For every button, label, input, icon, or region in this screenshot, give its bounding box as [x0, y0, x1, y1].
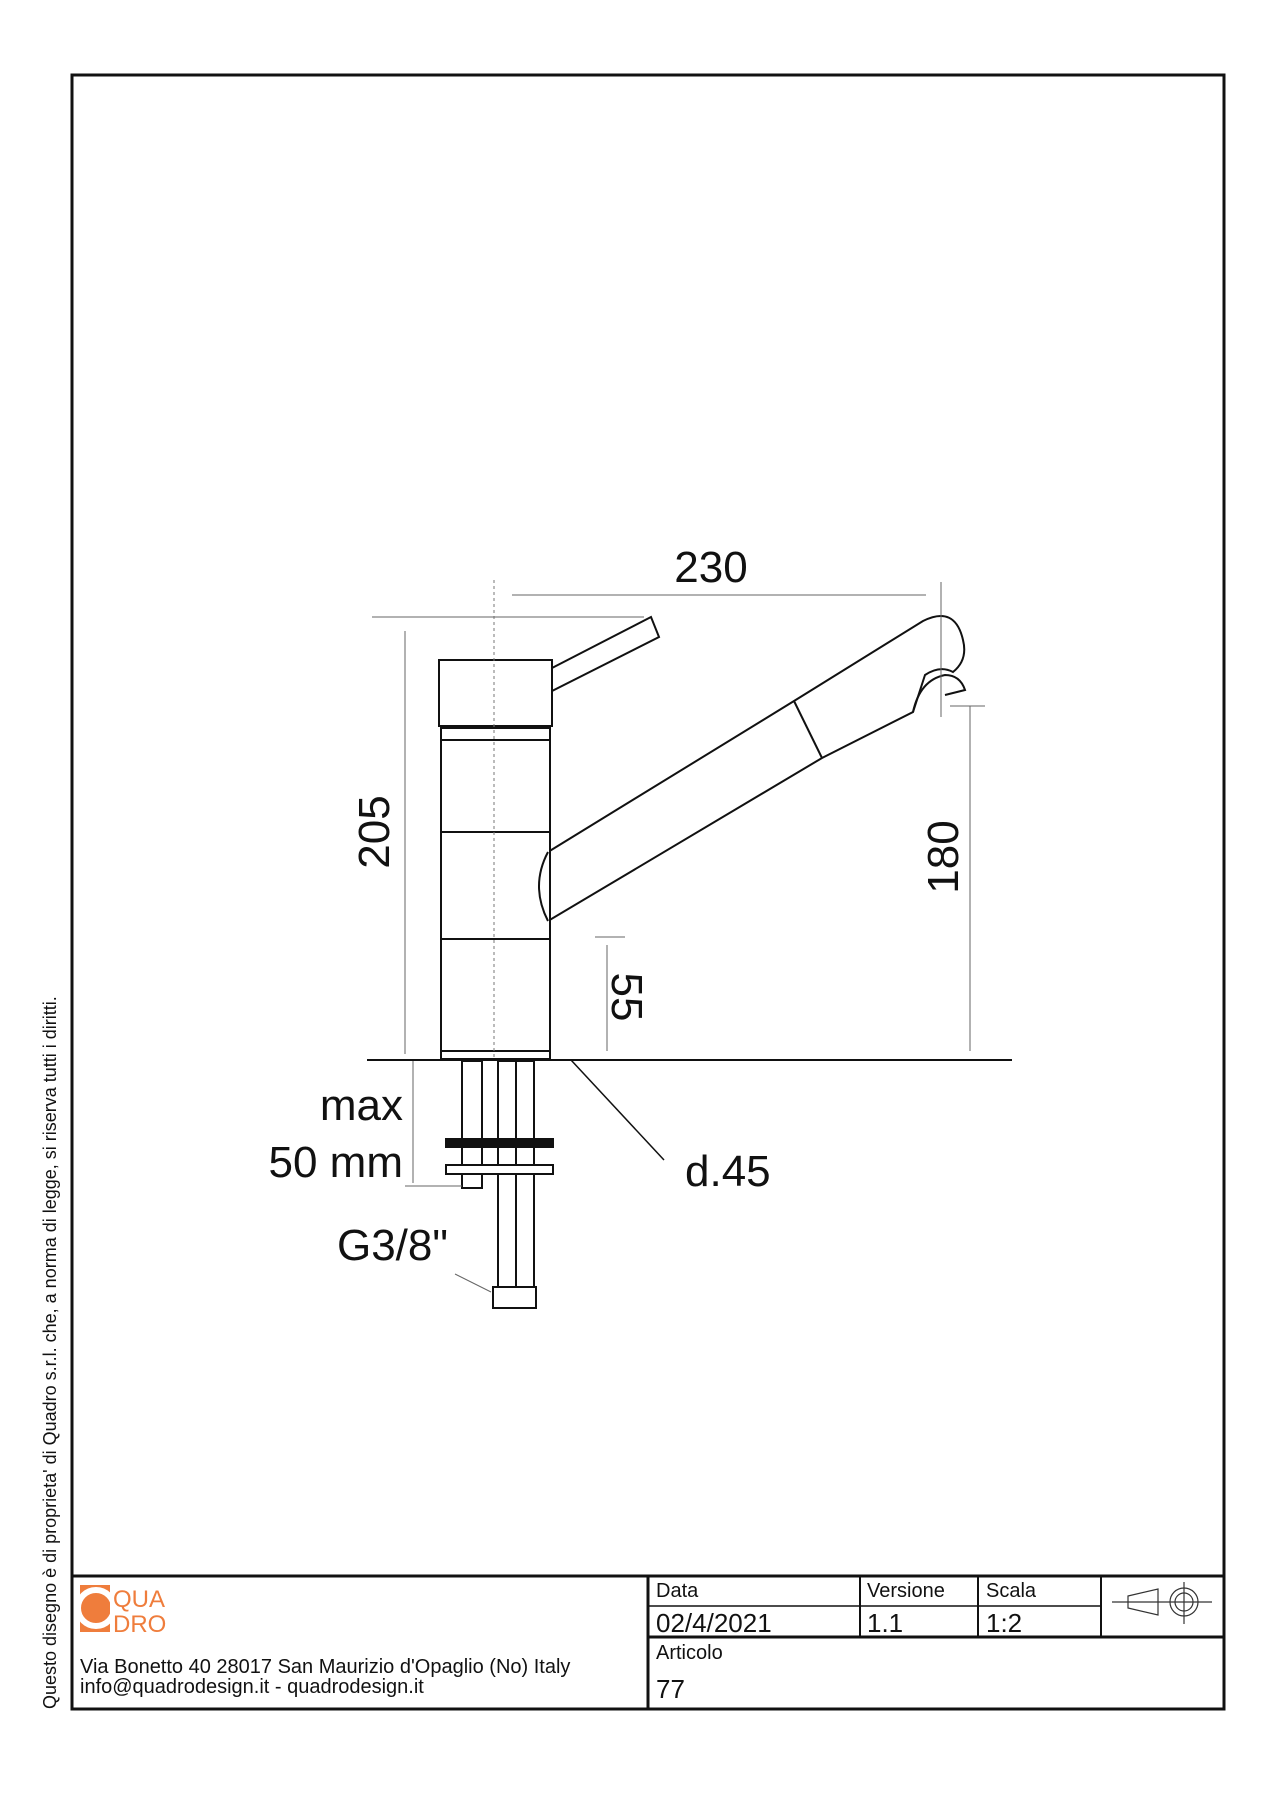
washer [445, 1164, 554, 1175]
dimension-spout-base: 55 [602, 973, 651, 1022]
projection-symbol-icon [1112, 1582, 1212, 1624]
articolo-label: Articolo [656, 1642, 723, 1664]
versione-value: 1.1 [867, 1608, 904, 1638]
body-cap [438, 659, 553, 727]
drawing-frame [70, 73, 1226, 1711]
versione-label: Versione [867, 1580, 945, 1602]
scala-value: 1:2 [986, 1608, 1023, 1638]
diameter-label: d.45 [685, 1147, 771, 1196]
black-washer [445, 1138, 554, 1148]
company-contact: info@quadrodesign.it - quadrodesign.it [80, 1676, 424, 1698]
dimension-spout-height: 180 [919, 820, 968, 893]
faucet-drawing [438, 615, 967, 1309]
articolo-value: 77 [656, 1674, 685, 1704]
lever [551, 615, 661, 693]
nut [492, 1286, 537, 1309]
max-label: max [320, 1081, 403, 1130]
logo-text-bottom: DRO [113, 1611, 166, 1638]
logo-text-top: QUA [113, 1586, 165, 1613]
data-value: 02/4/2021 [656, 1608, 772, 1638]
copyright-notice: Questo disegno è di proprieta' di Quadro… [40, 996, 60, 1709]
quadro-logo: QUA DRO [75, 1585, 166, 1638]
max-value: 50 mm [269, 1138, 403, 1187]
thread-label: G3/8" [337, 1221, 448, 1270]
data-label: Data [656, 1580, 699, 1602]
scala-label: Scala [986, 1580, 1037, 1602]
company-address: Via Bonetto 40 28017 San Maurizio d'Opag… [80, 1656, 571, 1678]
dimension-width: 230 [674, 543, 747, 592]
spout [547, 615, 966, 923]
body [440, 727, 551, 1060]
dimension-lines [372, 582, 985, 1293]
dimension-height: 205 [350, 795, 399, 868]
